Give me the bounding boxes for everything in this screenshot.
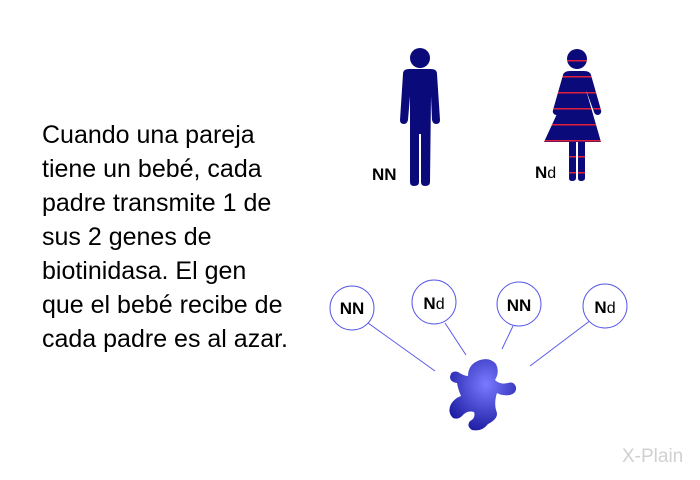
gene-bubble: Nd	[582, 283, 628, 329]
text-line: tiene un bebé, cada	[42, 155, 262, 183]
mother-genotype: Nd	[535, 163, 556, 182]
explanation-text: Cuando una pareja tiene un bebé, cada pa…	[42, 118, 332, 356]
father-genotype: NN	[372, 165, 397, 184]
svg-text:NN: NN	[507, 296, 532, 315]
connector-lines	[367, 319, 592, 372]
mother-icon	[544, 49, 602, 181]
svg-text:NN: NN	[340, 299, 365, 318]
text-line: sus 2 genes de	[42, 223, 212, 251]
text-line: padre transmite 1 de	[42, 189, 272, 217]
xplain-logo: X-Plain	[622, 446, 684, 467]
text-line: que el bebé recibe de	[42, 291, 283, 319]
text-line: Cuando una pareja	[42, 121, 255, 149]
text-line: cada padre es al azar.	[42, 325, 288, 353]
baby-icon	[449, 359, 517, 431]
gene-bubble: Nd	[411, 279, 457, 325]
text-line: biotinidasa. El gen	[42, 257, 247, 285]
svg-text:Nd: Nd	[423, 294, 444, 313]
gene-bubble: NN	[496, 281, 542, 327]
svg-text:Nd: Nd	[594, 298, 615, 317]
gene-bubble: NN	[329, 285, 375, 331]
father-icon	[400, 48, 440, 186]
